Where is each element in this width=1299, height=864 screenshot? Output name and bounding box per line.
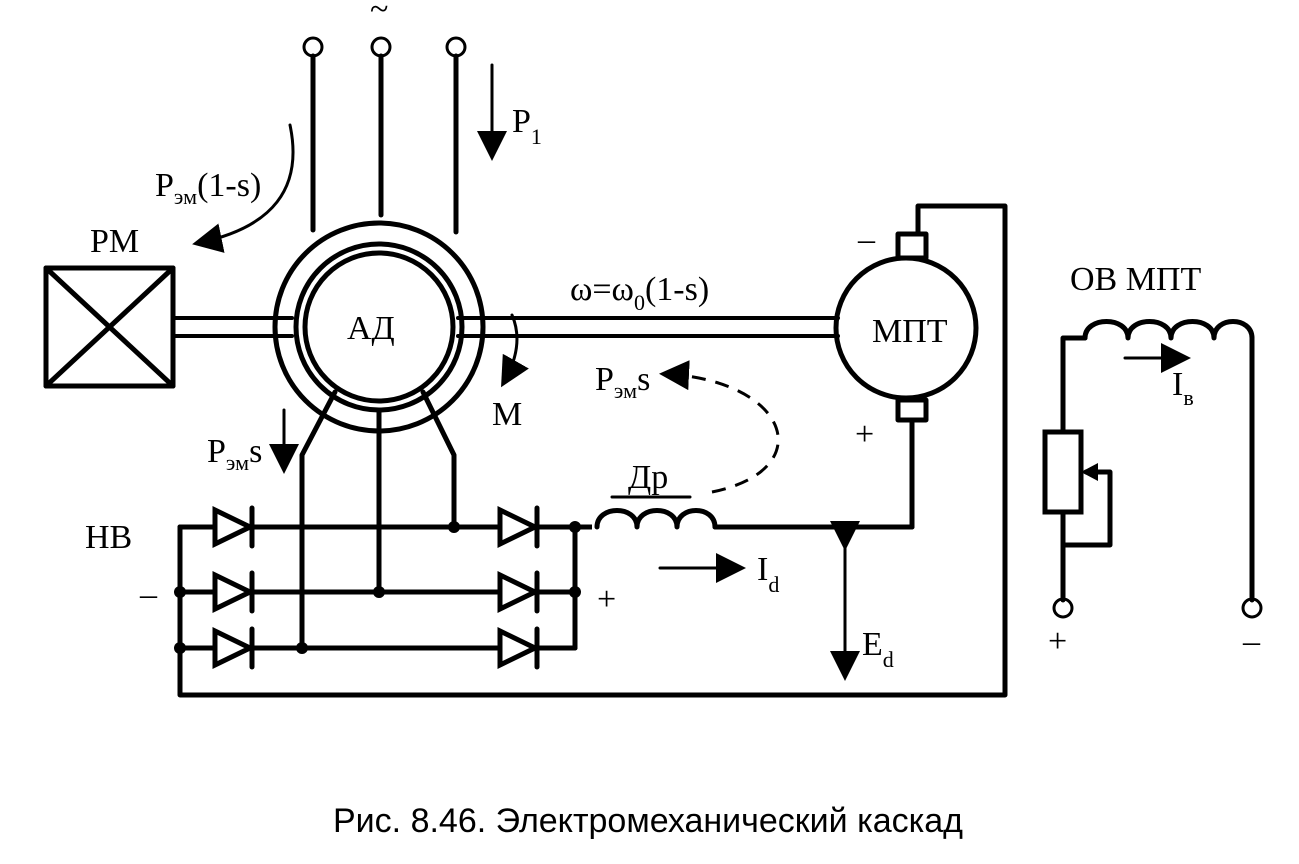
supply-terminals: [302, 36, 467, 235]
diode-left-3: [212, 626, 256, 670]
id-label: Id: [757, 551, 779, 597]
field-minus-terminal: [1241, 597, 1263, 619]
diode-left-1: [212, 505, 256, 549]
pm-label: РМ: [90, 223, 139, 260]
mpt-minus-label: –: [857, 221, 876, 258]
shaft-left: [171, 316, 294, 338]
dr-label: Др: [628, 459, 668, 496]
pem-1s-label: Pэм(1-s): [155, 167, 261, 209]
pems-loop-arrow: [659, 360, 780, 494]
m-label: М: [492, 396, 522, 433]
mpt-plus-label: +: [855, 416, 874, 453]
p1-label: P1: [512, 103, 542, 149]
diode-right-2: [497, 570, 541, 614]
field-minus-label: –: [1242, 623, 1261, 660]
diode-right-3: [497, 626, 541, 670]
rectifier: [174, 521, 718, 654]
ov-mpt-label: ОВ МПТ: [1070, 261, 1202, 298]
diode-right-1: [497, 505, 541, 549]
omega-label: ω=ω0(1-s): [570, 271, 709, 315]
mpt-minus-wire: [177, 203, 1008, 698]
pems-loop-label: Pэмs: [595, 361, 650, 403]
field-left-wire: [1060, 335, 1088, 435]
choke-coil: [594, 508, 718, 530]
torque-arrow: [501, 313, 529, 388]
shaft-right: [456, 316, 840, 338]
rotor-leads: [299, 389, 457, 651]
figure-caption: Рис. 8.46. Электромеханический каскад: [333, 802, 963, 840]
nv-label: НВ: [85, 519, 132, 556]
field-coil: [1082, 319, 1255, 341]
rheostat: [1042, 429, 1113, 603]
field-plus-label: +: [1048, 623, 1067, 660]
pems-rotor-label: Pэмs: [207, 433, 262, 475]
pem-1s-arrow: [192, 123, 295, 253]
diode-left-2: [212, 570, 256, 614]
ed-label: Ed: [862, 626, 894, 672]
working-machine: [43, 265, 176, 389]
mpt-label: МПТ: [872, 313, 948, 350]
ad-label: АД: [347, 310, 395, 347]
field-plus-terminal: [1052, 597, 1074, 619]
ac-symbol: ~: [370, 0, 388, 28]
nv-plus-label: +: [597, 581, 616, 618]
nv-minus-label: –: [139, 576, 158, 613]
iv-label: Iв: [1172, 366, 1194, 410]
